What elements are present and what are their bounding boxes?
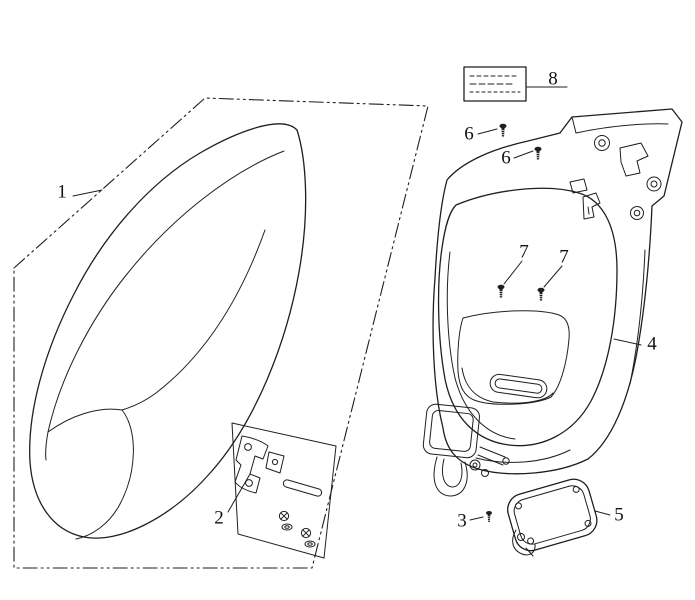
- callout-5: 5: [614, 504, 624, 526]
- label-sticker-part: [463, 66, 527, 102]
- callout-4: 4: [647, 333, 657, 355]
- seat-part: [29, 123, 307, 540]
- storage-box-part: [422, 108, 683, 497]
- screw-6-right: [534, 146, 542, 160]
- callout-1: 1: [57, 181, 67, 203]
- callout-7-left: 7: [519, 241, 529, 263]
- callout-6-left: 6: [464, 123, 474, 145]
- callout-8: 8: [548, 68, 558, 90]
- screw-7-right: [537, 287, 545, 301]
- callout-7-right: 7: [559, 246, 569, 268]
- phantom-boundary: [13, 97, 429, 569]
- leader-lines: [72, 86, 642, 521]
- callout-2: 2: [214, 507, 224, 529]
- callout-6-right: 6: [501, 147, 511, 169]
- latch-kit-part: [231, 422, 337, 559]
- screw-7-left: [497, 284, 505, 298]
- screw-3: [485, 510, 493, 523]
- callout-3: 3: [457, 510, 467, 532]
- screw-6-left: [499, 123, 507, 137]
- lid-part: [507, 478, 598, 557]
